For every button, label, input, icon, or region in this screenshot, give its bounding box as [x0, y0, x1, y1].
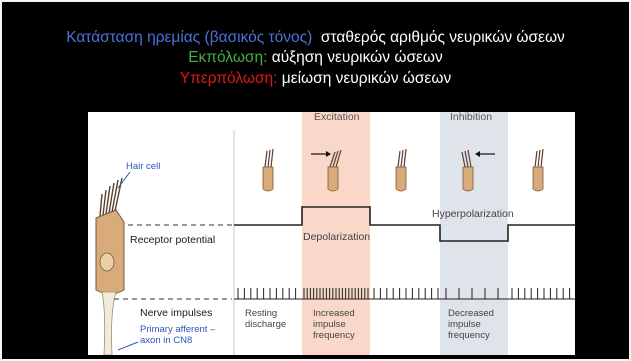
increased-frequency-line2: impulse [313, 320, 346, 331]
hair-cell-icon-resting-2 [396, 149, 406, 191]
nerve-impulses-label: Nerve impulses [140, 308, 212, 319]
inhibition-heading: Inhibition [450, 112, 492, 123]
caption-line-depolarization: Εκπόλωση: αύξηση νευρικών ώσεων [0, 48, 631, 67]
resting-discharge-line1: Resting [245, 309, 277, 320]
receptor-potential-trace [234, 207, 575, 241]
hair-cell-pointer [118, 172, 130, 188]
depolarization-caption-label: Εκπόλωση: [188, 49, 267, 66]
excitation-heading: Excitation [314, 112, 360, 123]
depolarization-label: Depolarization [303, 232, 370, 243]
hyperpolarization-label: Hyperpolarization [432, 209, 514, 220]
resting-discharge-line2: discharge [245, 320, 286, 331]
decreased-frequency-line2: impulse [448, 320, 481, 331]
increased-frequency-line3: frequency [313, 331, 355, 342]
increased-frequency-line1: Increased [313, 309, 355, 320]
hair-cell-label: Hair cell [126, 162, 160, 173]
receptor-potential-label: Receptor potential [130, 235, 215, 246]
primary-afferent-label-line1: Primary afferent – [140, 325, 215, 336]
nerve-impulse-spikes [238, 288, 570, 299]
hair-cell-icon-resting-3 [533, 149, 543, 191]
hair-cell-figure: Excitation Inhibition Hair cell Receptor… [88, 112, 575, 355]
hair-cell-icon-resting-1 [263, 149, 273, 191]
primary-afferent-label-line2: axon in CN8 [140, 336, 192, 347]
hyperpolarization-caption-text: μείωση νευρικών ώσεων [282, 70, 451, 87]
resting-state-label: Κατάσταση ηρεμίας (βασικός τόνος) [66, 29, 312, 46]
caption-line-resting: Κατάσταση ηρεμίας (βασικός τόνος) σταθερ… [0, 28, 631, 47]
caption-line-hyperpolarization: Υπερπόλωση: μείωση νευρικών ώσεων [0, 69, 631, 88]
afferent-pointer [118, 342, 138, 350]
resting-state-text: σταθερός αριθμός νευρικών ώσεων [321, 29, 565, 46]
hyperpolarization-caption-label: Υπερπόλωση: [180, 70, 278, 87]
decreased-frequency-line1: Decreased [448, 309, 494, 320]
depolarization-caption-text: αύξηση νευρικών ώσεων [272, 49, 443, 66]
hair-cell-drawing [96, 178, 124, 355]
decreased-frequency-line3: frequency [448, 331, 490, 342]
